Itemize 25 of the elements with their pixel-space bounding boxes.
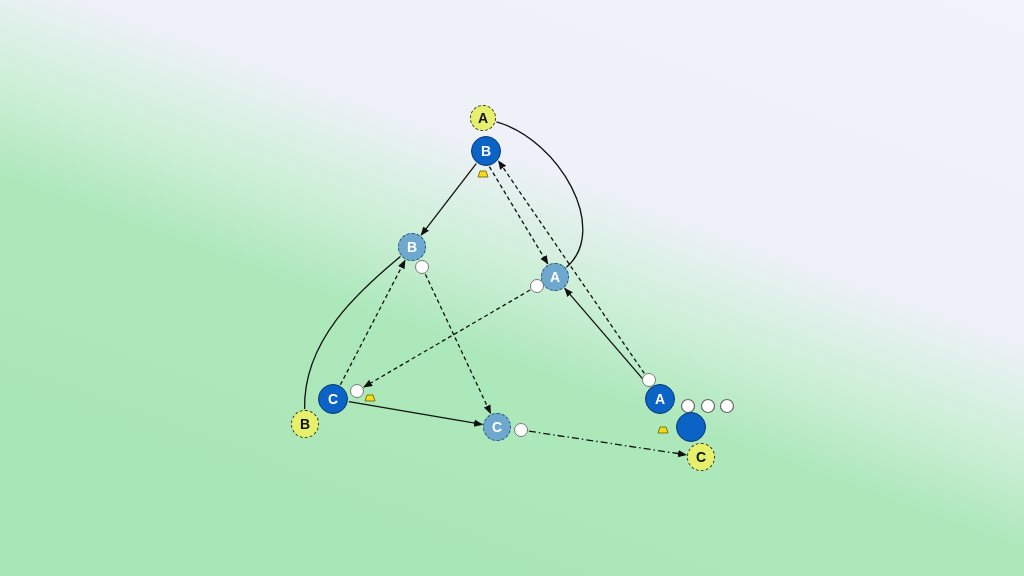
player-marker: B (291, 410, 319, 438)
ball-icon (350, 384, 364, 398)
pass-arrow (363, 289, 531, 388)
ball-icon (530, 279, 544, 293)
curved-line (304, 255, 402, 410)
run-arrow (420, 163, 477, 236)
player-marker: C (318, 384, 348, 414)
player-marker: C (687, 443, 715, 471)
player-marker: B (398, 233, 426, 261)
pass-arrow (497, 160, 645, 375)
pass-arrow (528, 430, 688, 458)
ball-icon (415, 260, 429, 274)
pass-arrow (424, 273, 492, 415)
run-arrow (348, 401, 484, 427)
player-marker: B (471, 136, 501, 166)
player-marker: C (483, 413, 511, 441)
pass-arrow (488, 166, 549, 265)
ball-icon (642, 373, 656, 387)
player-marker: A (541, 263, 569, 291)
pass-arrow (339, 259, 406, 386)
player-marker: A (645, 384, 675, 414)
player-marker: A (470, 105, 496, 131)
player-marker (676, 412, 706, 442)
curved-line (495, 121, 584, 268)
ball-icon (514, 423, 528, 437)
